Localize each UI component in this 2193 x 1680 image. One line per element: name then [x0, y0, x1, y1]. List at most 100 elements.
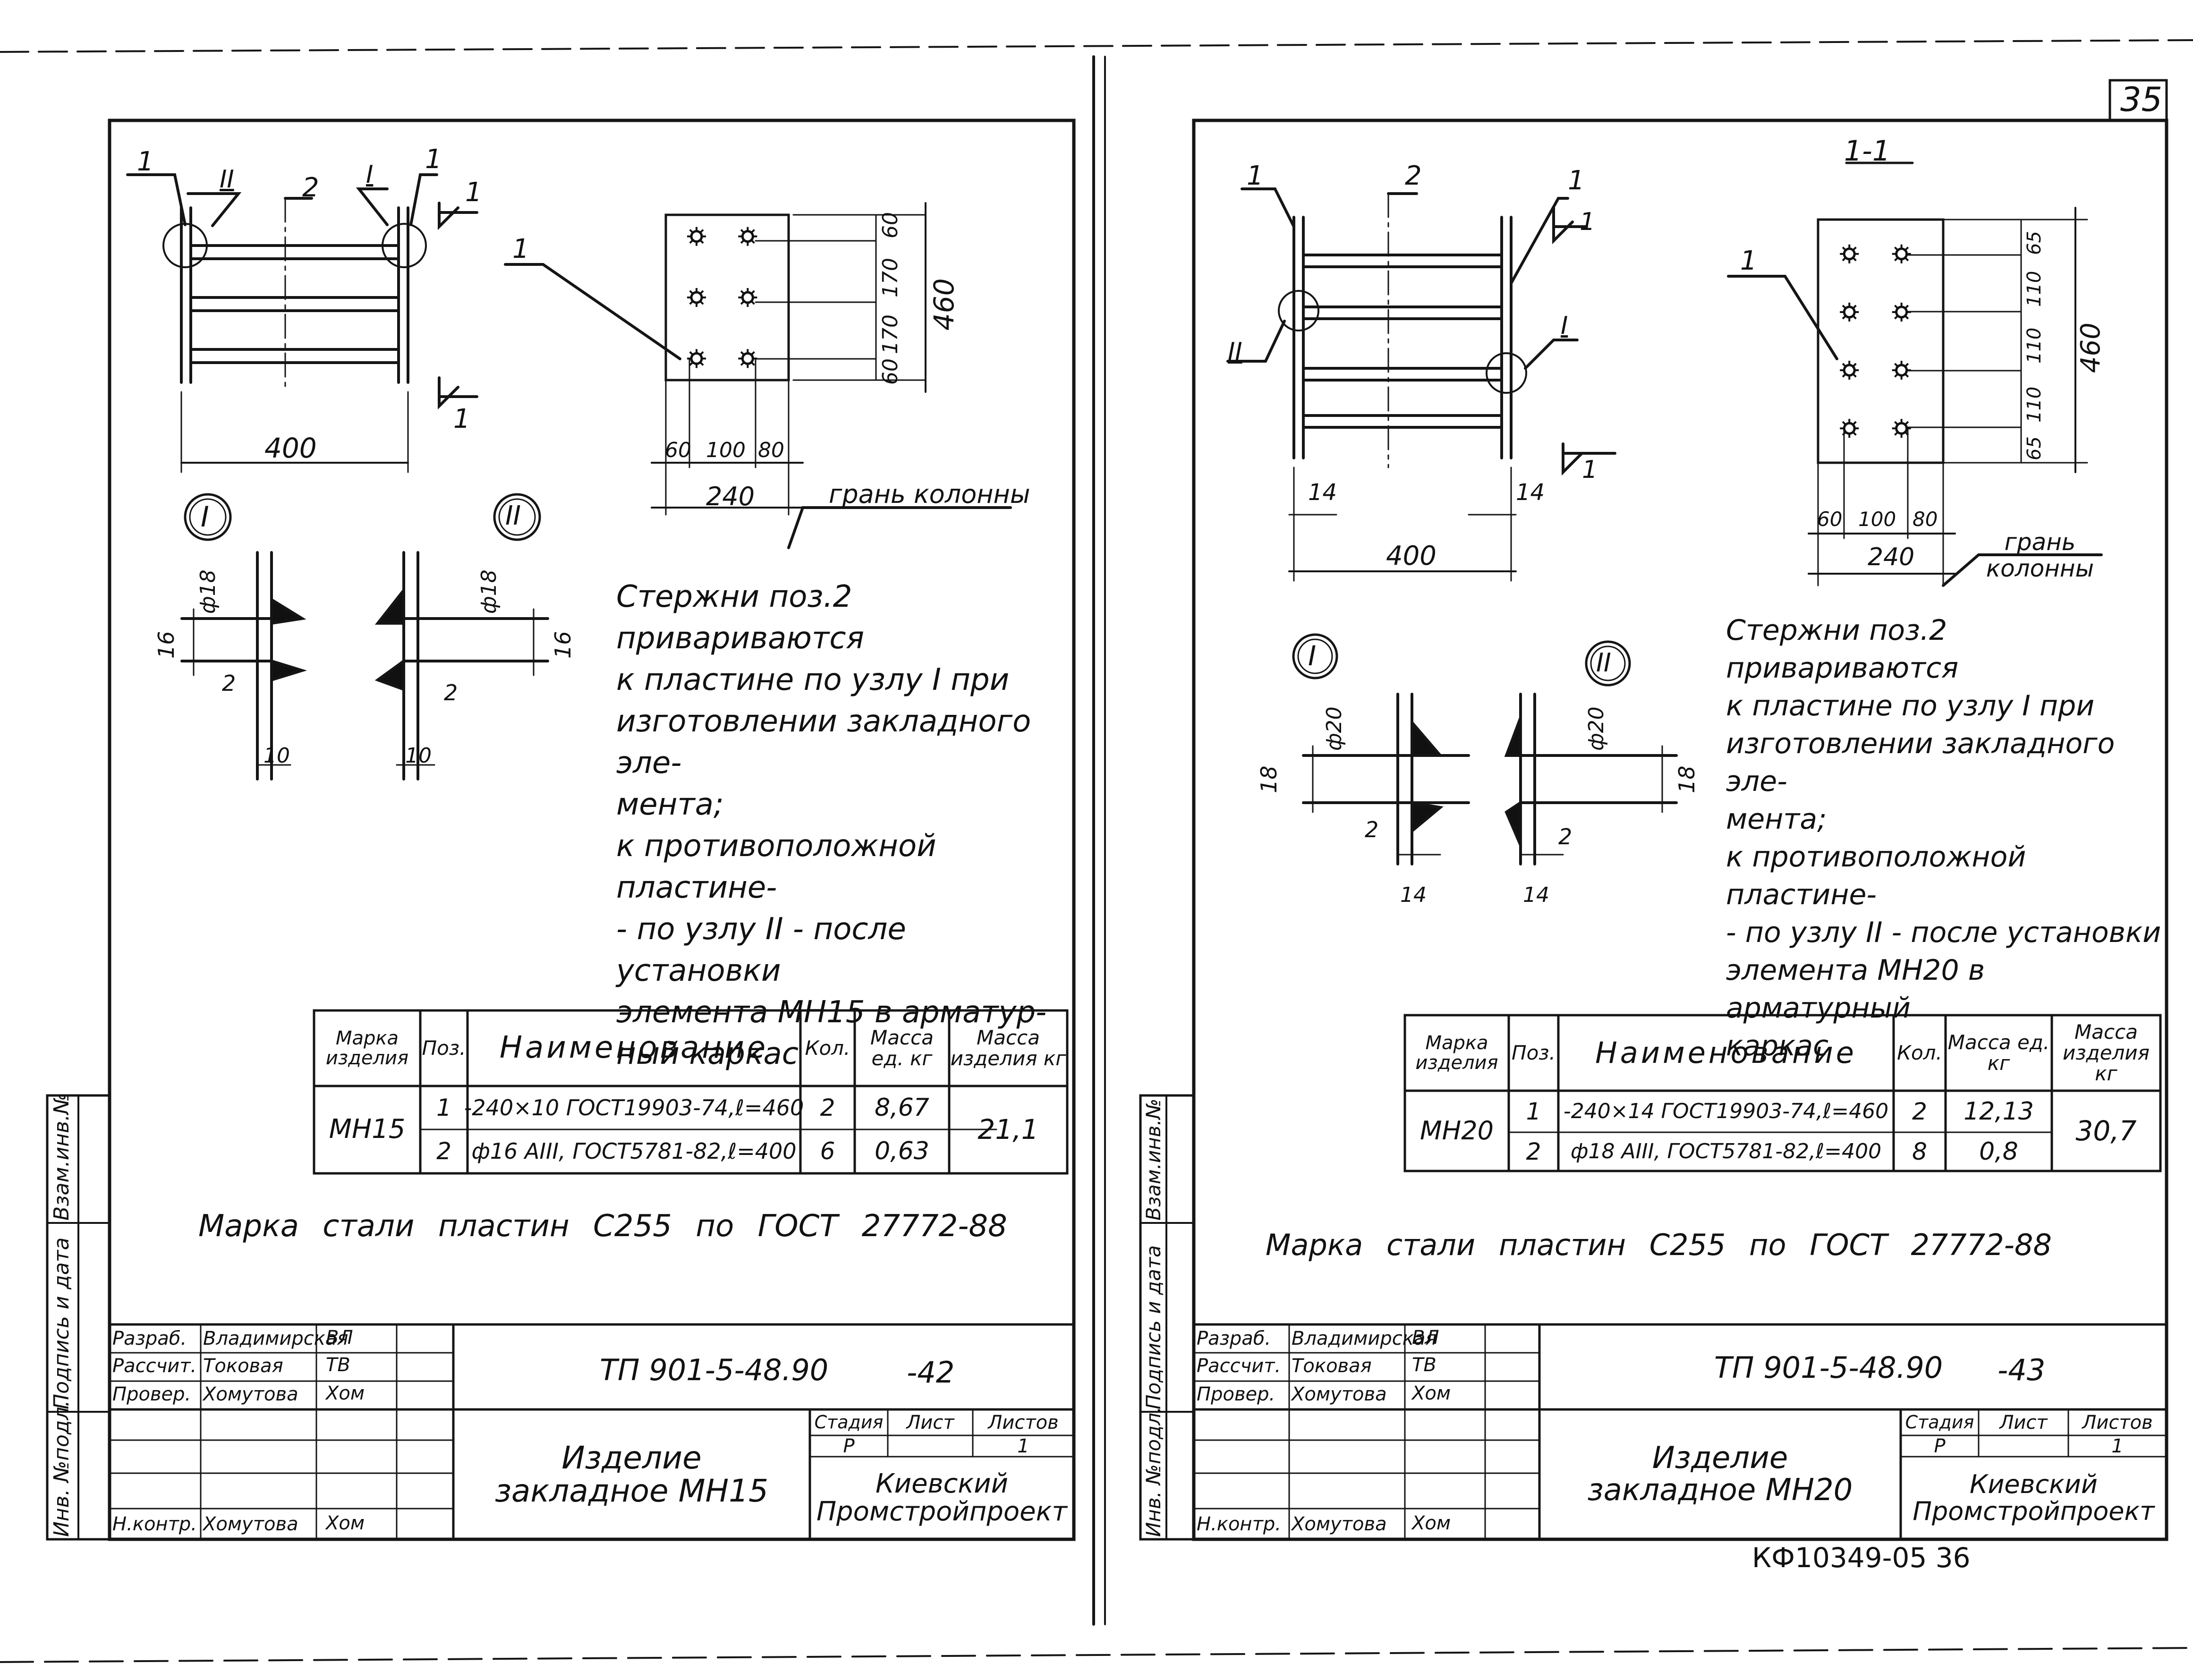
mn15-spec-total: 21,1 [978, 1113, 1039, 1146]
stud-hole [1840, 244, 1859, 263]
mn20-detail-II-thk: 18 [1674, 765, 1700, 793]
mn20-spec-grid [1403, 1014, 2162, 1172]
mn20-stamp-role-4: Н.контр. [1197, 1513, 1281, 1535]
mn20-detail-II-weld: 2 [1558, 824, 1572, 849]
mn20-section-bottom: 1 [1582, 456, 1598, 484]
mn20-node-II-ref: II [1228, 338, 1242, 366]
mn20-pos1-right: 1 [1568, 165, 1585, 196]
mn20-stamp-title: Изделие закладное МН20 [1587, 1441, 1853, 1508]
mn20-detail-II-marker: II [1596, 648, 1611, 678]
mn20-col-dim-3: 80 [1912, 508, 1938, 531]
mn20-stamp-name-2: Токовая [1292, 1355, 1372, 1377]
mn20-stamp-stage: Р [1934, 1435, 1946, 1457]
mn20-detail-I-thk: 18 [1256, 765, 1282, 793]
mn20-row-dim-4: 110 [2023, 386, 2045, 423]
mn20-stamp-sign-2: ТВ [1412, 1354, 1436, 1376]
stud-hole [738, 227, 757, 246]
mn20-overall-width: 400 [1386, 541, 1436, 571]
mn15-row-dim-3: 170 [878, 314, 902, 354]
mn15-spec-r2-mass: 0,63 [875, 1137, 929, 1166]
mn15-stamp-title: Изделие закладное МН15 [494, 1440, 769, 1509]
mn15-detail-II-marker: II [505, 501, 521, 531]
stud-hole [1840, 302, 1859, 322]
mn15-row-dim-4: 60 [878, 358, 902, 385]
mn20-pos2: 2 [1405, 161, 1422, 191]
stud-hole [738, 288, 757, 307]
mn15-spec-h-pos: Поз. [422, 1036, 466, 1060]
side-label-vzam-inv-left: Взам.инв.№ [50, 1093, 74, 1221]
mn15-pos1-right: 1 [425, 144, 442, 175]
archive-code: КФ10349-05 36 [1752, 1542, 1971, 1574]
mn20-stamp-name-4: Хомутова [1292, 1513, 1387, 1535]
mn20-stamp-sign-3: Хом [1412, 1383, 1451, 1404]
mn15-stamp-role-2: Рассчит. [112, 1355, 197, 1377]
mn15-node-II-ref: II [220, 165, 234, 194]
mn20-spec-r1-pos: 1 [1526, 1097, 1541, 1125]
mn15-stamp-grid [108, 1323, 1075, 1541]
mn20-detail-I-weld: 2 [1365, 817, 1379, 842]
mn15-stamp-sheets-h: Листов [988, 1411, 1059, 1434]
mn20-spec-h-total: Масса изделия кг [2063, 1020, 2150, 1086]
mn15-plate-width: 240 [706, 482, 755, 511]
mn15-stamp-role-4: Н.контр. [112, 1513, 197, 1535]
mn20-stamp-sign-4: Хом [1412, 1512, 1451, 1534]
mn15-spec-r1-qty: 2 [820, 1094, 835, 1121]
mn20-details [1292, 633, 1678, 865]
mn20-stamp-org: Киевский Промстройпроект [1912, 1469, 2155, 1526]
side-label-inv-podl-right: Инв. №подл. [1142, 1406, 1165, 1537]
mn20-face-label: грань колонны [1986, 528, 2094, 582]
side-label-vzam-inv-right: Взам.инв.№ [1142, 1098, 1165, 1221]
mn15-stamp-role-3: Провер. [112, 1383, 191, 1405]
page-number: 35 [2120, 80, 2163, 119]
mn20-spec-h-mass: Масса ед. кг [1947, 1030, 2050, 1075]
mn15-steel-note: Марка стали пластин С255 по ГОСТ 27772-8… [198, 1209, 1007, 1244]
mn20-col-dim-1: 60 [1817, 508, 1843, 531]
mn20-stamp-sign-1: ВЛ [1412, 1327, 1439, 1349]
mn20-spec-r2-mass: 0,8 [1979, 1137, 2018, 1166]
mn20-pos1-left: 1 [1247, 161, 1264, 191]
mn15-spec-h-name: Наименование [499, 1030, 769, 1066]
mn15-detail-II-weld: 2 [444, 680, 458, 705]
mn20-stamp-stage-h: Стадия [1905, 1411, 1974, 1433]
mn15-detail-II-dia: ф18 [477, 569, 501, 614]
mn15-spec-h-qty: Кол. [805, 1036, 850, 1060]
mn15-spec-h-total: Масса изделия кг [950, 1026, 1066, 1070]
mn15-spec-r1-pos: 1 [436, 1094, 451, 1121]
mn20-row-dim-3: 110 [2023, 327, 2045, 364]
mn20-section-top: 1 [1580, 208, 1596, 236]
mn15-node-I-ref: I [366, 161, 374, 189]
mn20-stamp-role-3: Провер. [1197, 1383, 1275, 1405]
mn15-overall-width: 400 [264, 432, 317, 464]
mn20-spec-h-mark: Марка изделия [1415, 1032, 1498, 1074]
mn15-elevation [126, 173, 478, 473]
mn20-elevation [1226, 187, 1616, 582]
mn15-detail-II-leg: 10 [405, 744, 432, 768]
mn15-stamp-name-1: Владимирская [203, 1328, 348, 1349]
stud-hole [1892, 244, 1911, 263]
mn20-side-dim-left: 14 [1308, 479, 1337, 506]
mn20-stamp-role-1: Разраб. [1197, 1328, 1271, 1349]
mn20-detail-II-dia: ф20 [1584, 706, 1608, 751]
mn15-stamp-sign-2: ТВ [326, 1354, 350, 1376]
mn20-spec-r1-qty: 2 [1912, 1097, 1927, 1125]
mn20-detail-I-marker: I [1308, 640, 1317, 672]
mn20-stamp-name-3: Хомутова [1292, 1383, 1387, 1405]
mn15-note: Стержни поз.2 привариваются к пластине п… [616, 579, 1047, 1071]
stud-hole [1892, 302, 1911, 322]
mn20-stamp-name-1: Владимирская [1292, 1328, 1437, 1349]
mn20-spec-r2-name: ф18 АIII, ГОСТ5781-82,ℓ=400 [1570, 1139, 1882, 1163]
mn15-stamp-sheet-code: -42 [907, 1355, 955, 1390]
mn20-stamp-sheets: 1 [2111, 1435, 2124, 1457]
mn20-plate-height: 460 [2075, 322, 2106, 373]
mn20-spec-r1-mass: 12,13 [1964, 1097, 2034, 1126]
mn20-spec-r2-pos: 2 [1526, 1137, 1541, 1165]
stud-hole [687, 349, 706, 368]
mn15-stamp-name-2: Токовая [203, 1355, 283, 1377]
mn20-stamp-role-2: Рассчит. [1197, 1355, 1281, 1377]
mn15-stamp-sign-3: Хом [326, 1383, 365, 1404]
stud-hole [687, 288, 706, 307]
mn20-row-dim-5: 65 [2023, 436, 2045, 460]
